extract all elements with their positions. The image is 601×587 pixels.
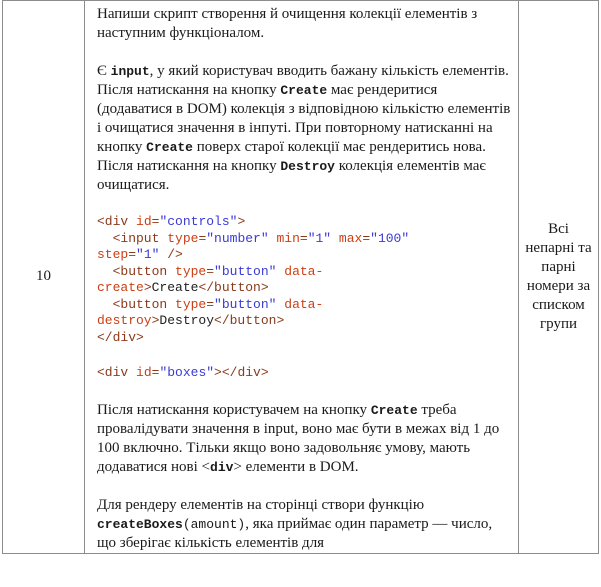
code-keyword-create: Create: [370, 402, 418, 418]
code-keyword-createboxes: createBoxes: [97, 516, 183, 532]
html-code-block: <div id="controls"> <input type="number"…: [97, 214, 410, 345]
task-description: Напиши скрипт створення й очищення колек…: [84, 0, 519, 554]
code-keyword-destroy: Destroy: [280, 159, 335, 174]
table-row: 10 Напиши скрипт створення й очищення ко…: [2, 0, 599, 554]
code-keyword-input: input: [110, 64, 150, 79]
task-intro: Напиши скрипт створення й очищення колек…: [97, 6, 478, 41]
code-keyword-div: div: [210, 459, 234, 475]
variant-cell: Всі непарні та парні номери за списком г…: [518, 0, 599, 554]
row-number: 10: [2, 0, 85, 554]
code-args: (amount): [182, 516, 246, 532]
assignment-table: 10 Напиши скрипт створення й очищення ко…: [2, 0, 599, 554]
task-paragraph-render: Для рендеру елементів на сторінці створи…: [97, 496, 493, 551]
task-paragraph-input: Є input, у який користувач вводить бажан…: [97, 63, 511, 193]
task-paragraph-validation: Після натискання користувачем на кнопку …: [97, 401, 500, 475]
code-keyword-create: Create: [146, 140, 193, 155]
html-code-boxes: <div id="boxes"></div>: [97, 365, 269, 380]
code-keyword-create: Create: [280, 83, 328, 98]
